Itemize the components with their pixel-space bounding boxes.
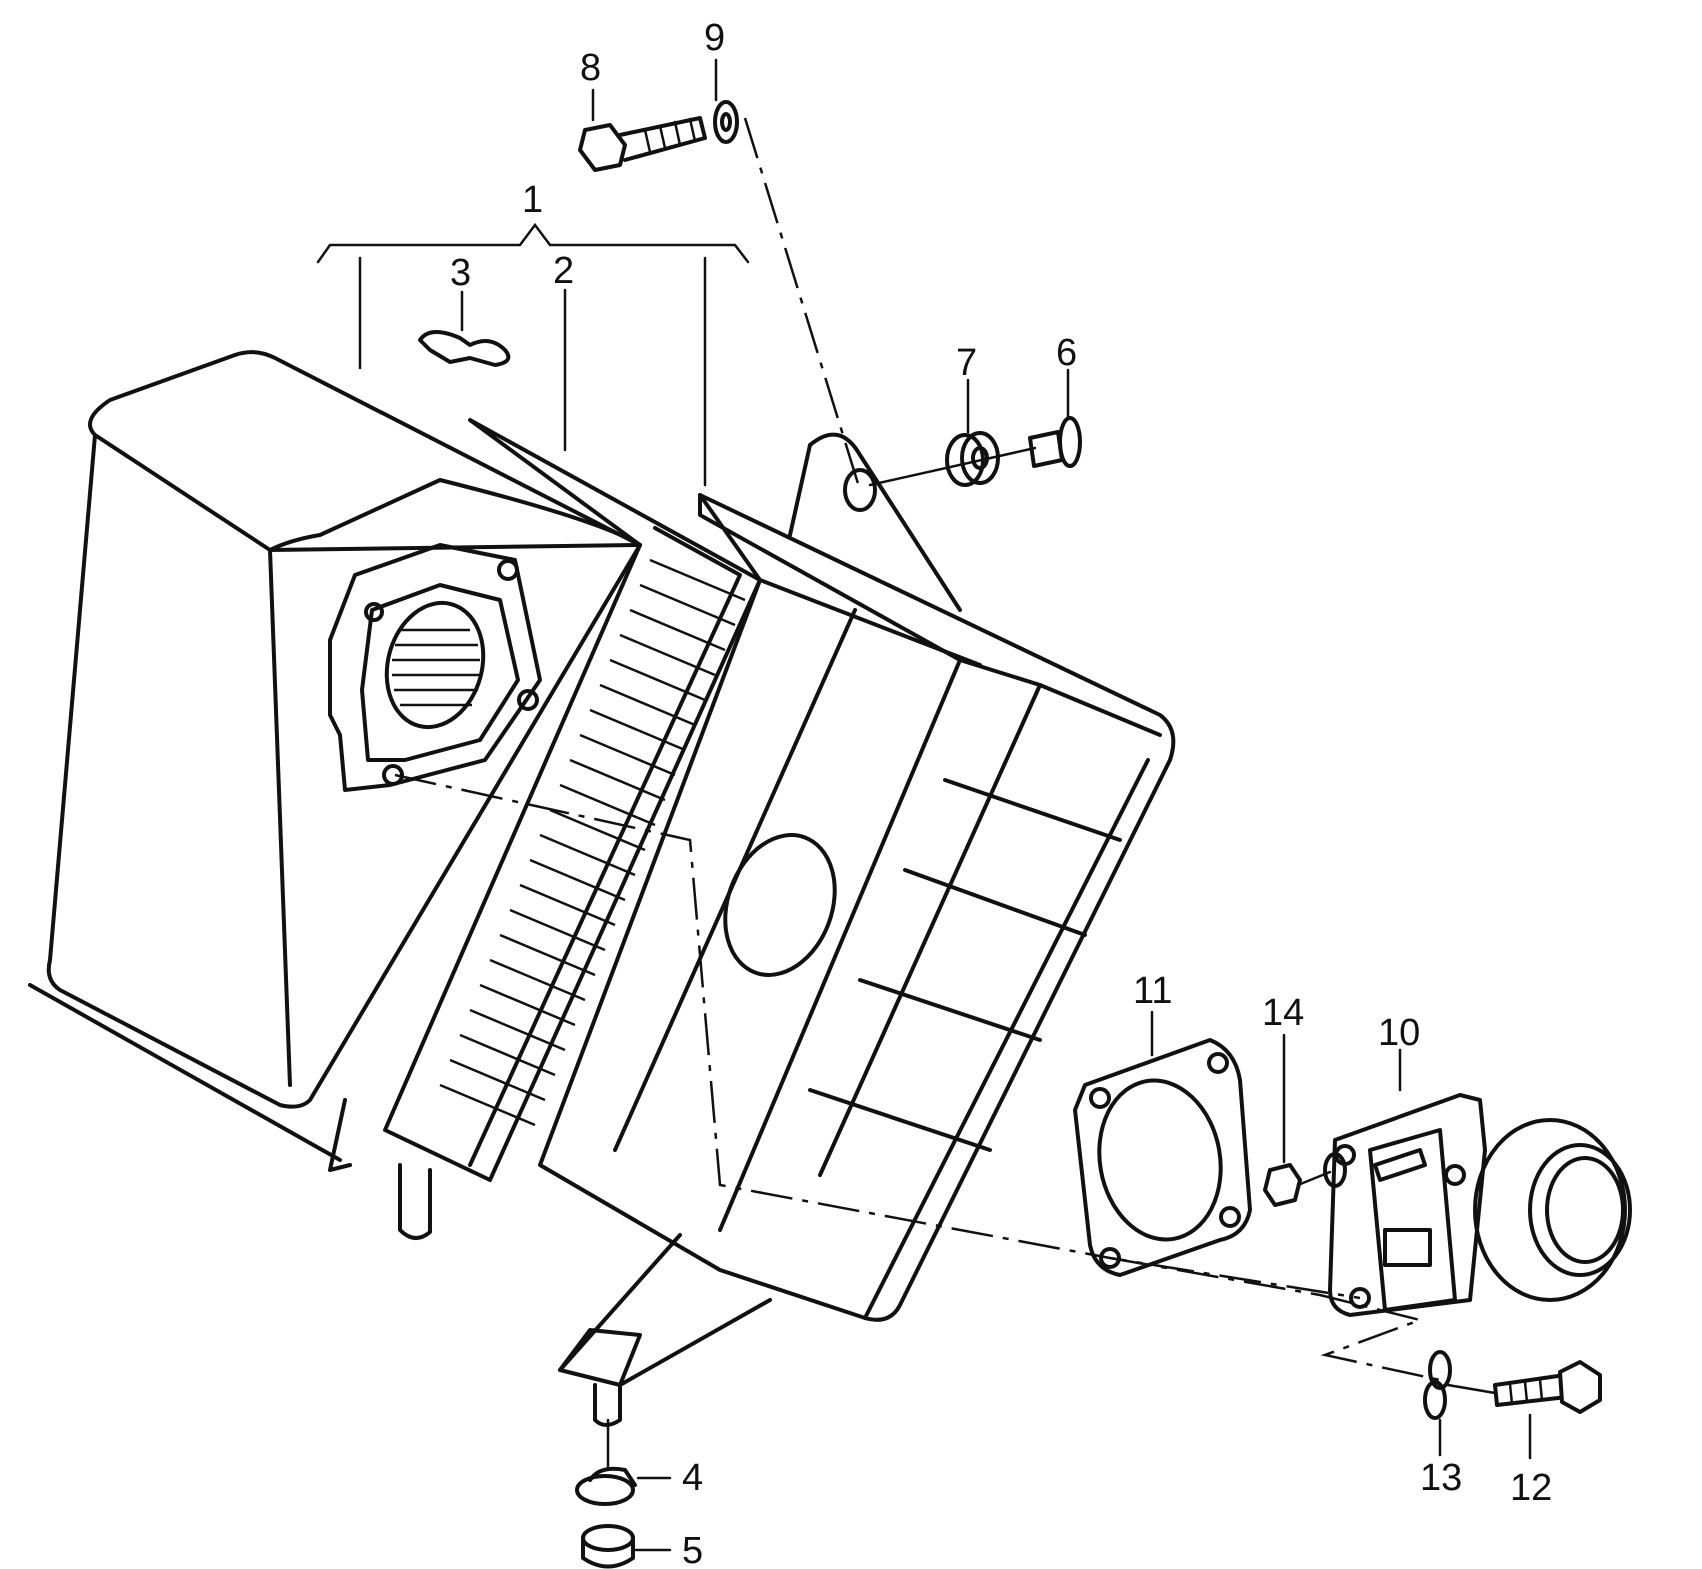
leader-lines: [316, 58, 1532, 1552]
callout-10: 10: [1378, 1012, 1420, 1054]
gasket-part-11: [1073, 1038, 1252, 1277]
callout-3: 3: [450, 252, 471, 294]
washer-part-13: [1423, 1350, 1452, 1420]
housing-inlet-flange: [328, 543, 542, 792]
grommet-part-4: [575, 1466, 637, 1506]
callout-2: 2: [553, 250, 574, 292]
assembly-line-11: [394, 773, 1361, 1300]
callout-13: 13: [1420, 1457, 1462, 1499]
bolt-part-8: [578, 116, 707, 172]
callout-11: 11: [1133, 970, 1172, 1012]
assembly-line-12: [1446, 1383, 1497, 1395]
housing-upper-half: [398, 432, 1176, 1427]
callout-8: 8: [580, 47, 601, 89]
bolt-part-12: [1493, 1360, 1602, 1414]
filter-element: [383, 418, 762, 1182]
housing-lower-half: [28, 350, 642, 1172]
clip-part-3: [418, 330, 511, 367]
callout-4: 4: [682, 1457, 703, 1499]
callout-7: 7: [956, 342, 977, 384]
assembly-line-14: [1296, 1170, 1332, 1187]
mass-air-meter-part-10: [1323, 1093, 1632, 1317]
callout-9: 9: [704, 17, 725, 59]
bush-part-6: [1028, 416, 1082, 468]
sleeve-part-5: [581, 1524, 635, 1569]
callout-6: 6: [1056, 332, 1077, 374]
washer-part-9: [713, 100, 739, 144]
callout-5: 5: [682, 1530, 703, 1569]
callout-12: 12: [1510, 1467, 1552, 1509]
callout-1: 1: [522, 179, 543, 221]
assembly-line-13: [1109, 1256, 1441, 1382]
plug-part-14: [1263, 1163, 1302, 1207]
callout-14: 14: [1262, 992, 1304, 1034]
assembly-line-7: [868, 446, 1037, 487]
assembly-line-9: [743, 117, 862, 491]
